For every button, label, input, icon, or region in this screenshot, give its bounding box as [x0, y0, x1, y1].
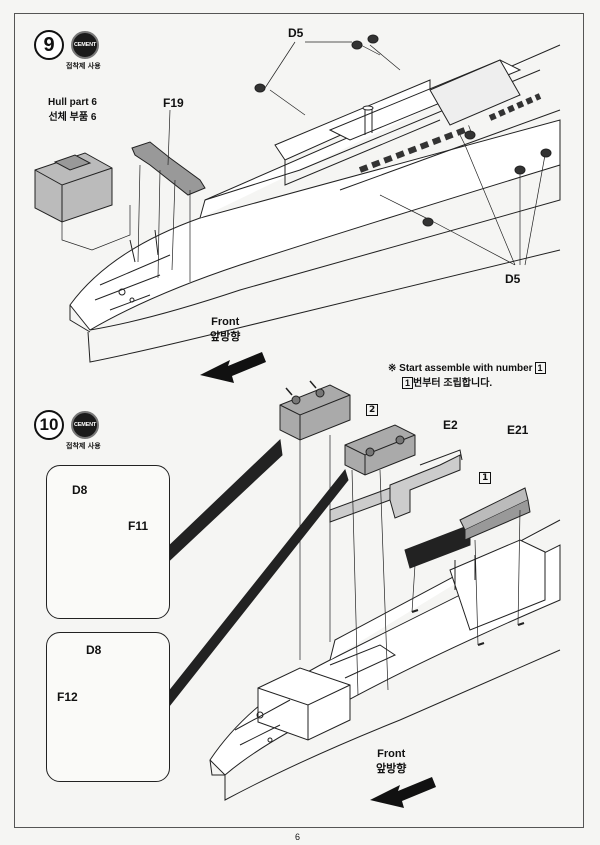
- cement-icon: CEMENT: [71, 31, 99, 59]
- part-label-f11: F11: [128, 519, 149, 533]
- part-label-d5-bottom: D5: [505, 272, 521, 286]
- inset-f11-detail: [46, 465, 170, 619]
- hull-part-label: Hull part 6 선체 부품 6: [48, 97, 97, 123]
- page-border: [14, 13, 584, 828]
- cement-note: 접착제 사용: [66, 62, 101, 70]
- sequence-marker-2: 2: [364, 404, 379, 416]
- part-label-f12: F12: [57, 690, 78, 704]
- part-label-d5-top: D5: [288, 26, 304, 40]
- part-label-e2: E2: [443, 418, 458, 432]
- part-label-e21: E21: [507, 423, 529, 437]
- cement-note: 접착제 사용: [66, 442, 101, 450]
- cement-icon: CEMENT: [71, 411, 99, 439]
- part-label-d8-upper: D8: [72, 483, 88, 497]
- part-label-d8-lower: D8: [86, 643, 102, 657]
- front-label-step9: Front 앞방향: [210, 316, 241, 343]
- front-arrow-step9: [200, 352, 266, 383]
- part-label-f19: F19: [163, 96, 184, 110]
- front-arrow-step10: [370, 777, 436, 808]
- step-number-10: 10: [34, 410, 64, 440]
- page-number: 6: [295, 832, 301, 842]
- step-number-9: 9: [34, 30, 64, 60]
- sequence-marker-1: 1: [477, 472, 492, 484]
- inset-f12-detail: [46, 632, 170, 782]
- front-label-step10: Front 앞방향: [376, 748, 407, 775]
